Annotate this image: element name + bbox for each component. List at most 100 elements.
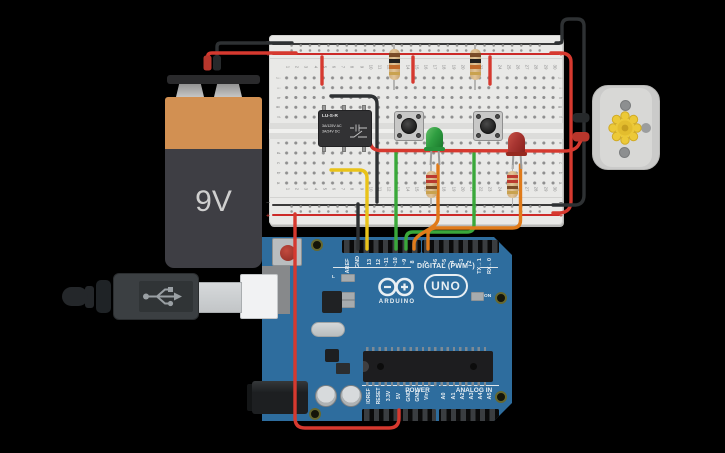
resistor-band bbox=[507, 191, 518, 194]
resistor-body bbox=[388, 49, 400, 80]
led-flange bbox=[424, 147, 445, 151]
chip-dot bbox=[470, 363, 477, 370]
reset-button[interactable] bbox=[272, 238, 302, 266]
chip-dot bbox=[377, 363, 384, 370]
battery-9v[interactable]: 9V bbox=[160, 55, 270, 270]
capacitor bbox=[340, 385, 362, 407]
usb-trident-icon bbox=[143, 287, 182, 307]
relay-rating-label: 3A/125V AC bbox=[322, 124, 342, 129]
relay-model-label: LU-S-R bbox=[322, 114, 338, 119]
resistor-10k[interactable] bbox=[469, 44, 481, 90]
arduino-logo bbox=[378, 277, 414, 297]
digital-header-right[interactable] bbox=[421, 240, 499, 253]
motor-positive-terminal[interactable] bbox=[572, 132, 590, 142]
breadboard-seam bbox=[269, 58, 563, 59]
power-jack bbox=[252, 381, 308, 414]
on-label: ON bbox=[484, 293, 492, 299]
motor-screw bbox=[618, 146, 630, 158]
resistor-body bbox=[469, 49, 481, 80]
led-tx bbox=[341, 292, 355, 300]
resistor-10k[interactable] bbox=[388, 44, 400, 90]
button-pin bbox=[397, 133, 402, 138]
relay-rating-label: 3A/24V DC bbox=[322, 130, 341, 134]
resistor-band bbox=[469, 53, 481, 57]
top-rail-holes bbox=[287, 43, 548, 53]
button-cap[interactable] bbox=[401, 118, 417, 134]
mounting-hole bbox=[495, 292, 507, 304]
resistor-band bbox=[425, 180, 437, 183]
button-pin bbox=[476, 133, 481, 138]
led-leg bbox=[519, 153, 523, 170]
usb-strain-relief bbox=[96, 280, 111, 313]
resistor-band bbox=[507, 180, 518, 183]
breadboard-seam bbox=[269, 197, 563, 198]
capacitor bbox=[315, 385, 337, 407]
led-leg bbox=[429, 148, 433, 166]
battery-body bbox=[165, 97, 262, 268]
resistor-band bbox=[425, 191, 437, 194]
digital-section-label: DIGITAL (PWM~) bbox=[417, 262, 475, 270]
led-flange bbox=[506, 152, 527, 156]
resistor-body bbox=[425, 171, 437, 198]
button-pin bbox=[416, 114, 421, 119]
resistor-band bbox=[388, 72, 400, 75]
usb-interface-chip bbox=[322, 291, 342, 313]
usb-b-connector bbox=[240, 274, 278, 319]
silk-line bbox=[333, 267, 411, 268]
button-pin bbox=[416, 133, 421, 138]
resistor-220[interactable] bbox=[507, 165, 519, 205]
resistor-band bbox=[425, 185, 437, 189]
resistor-band bbox=[469, 59, 481, 63]
pushbutton-1[interactable] bbox=[394, 111, 424, 141]
resistor-220[interactable] bbox=[425, 165, 437, 205]
button-pin bbox=[495, 133, 500, 138]
resistor-band bbox=[388, 65, 400, 69]
dc-motor[interactable] bbox=[592, 85, 660, 170]
battery-terminal bbox=[214, 83, 242, 97]
resistor-band bbox=[507, 174, 518, 178]
motor-screw bbox=[619, 99, 631, 111]
analog-header[interactable] bbox=[439, 409, 499, 421]
battery-terminal bbox=[176, 83, 204, 97]
led-leg bbox=[437, 148, 441, 166]
mounting-hole bbox=[309, 408, 321, 420]
silk-line bbox=[481, 267, 498, 268]
led-l bbox=[341, 274, 355, 282]
mounting-hole bbox=[495, 391, 507, 403]
usb-cable-end bbox=[62, 287, 88, 306]
motor-negative-terminal[interactable] bbox=[572, 113, 590, 123]
resistor-band bbox=[388, 59, 400, 63]
motor-shaft-dot bbox=[641, 123, 651, 133]
bottom-rail-holes bbox=[287, 204, 548, 214]
uno-model-badge: UNO bbox=[424, 274, 468, 298]
resistor-band bbox=[425, 174, 437, 178]
pushbutton-2[interactable] bbox=[473, 111, 503, 141]
atmega-chip bbox=[363, 351, 493, 382]
relay[interactable]: LU-S-R 3A/125V AC 3A/24V DC bbox=[318, 110, 372, 147]
digital-header-left[interactable] bbox=[341, 240, 421, 253]
button-cap[interactable] bbox=[480, 118, 496, 134]
small-ic bbox=[336, 363, 350, 374]
button-pin bbox=[495, 114, 500, 119]
resistor-band bbox=[469, 72, 481, 75]
crystal-oscillator bbox=[311, 322, 345, 337]
button-pin bbox=[476, 114, 481, 119]
ic-pins bbox=[366, 347, 490, 351]
reset-button-cap[interactable] bbox=[279, 244, 296, 261]
led-bulb bbox=[426, 127, 443, 150]
mounting-hole bbox=[311, 239, 323, 251]
resistor-band bbox=[469, 65, 481, 69]
led-red[interactable] bbox=[506, 132, 527, 174]
led-green[interactable] bbox=[424, 127, 445, 169]
usb-plug-metal bbox=[198, 282, 242, 313]
ic-pins bbox=[366, 382, 490, 386]
resistor-body bbox=[507, 171, 518, 198]
resistor-band bbox=[507, 185, 518, 189]
chip-notch bbox=[363, 361, 369, 372]
usb-strain-relief bbox=[85, 286, 94, 308]
usb-emblem-panel bbox=[139, 281, 193, 312]
led-l-label: L bbox=[332, 274, 335, 280]
motor-gear-icon bbox=[608, 111, 642, 145]
power-header[interactable] bbox=[361, 409, 436, 421]
resistor-band bbox=[388, 53, 400, 57]
